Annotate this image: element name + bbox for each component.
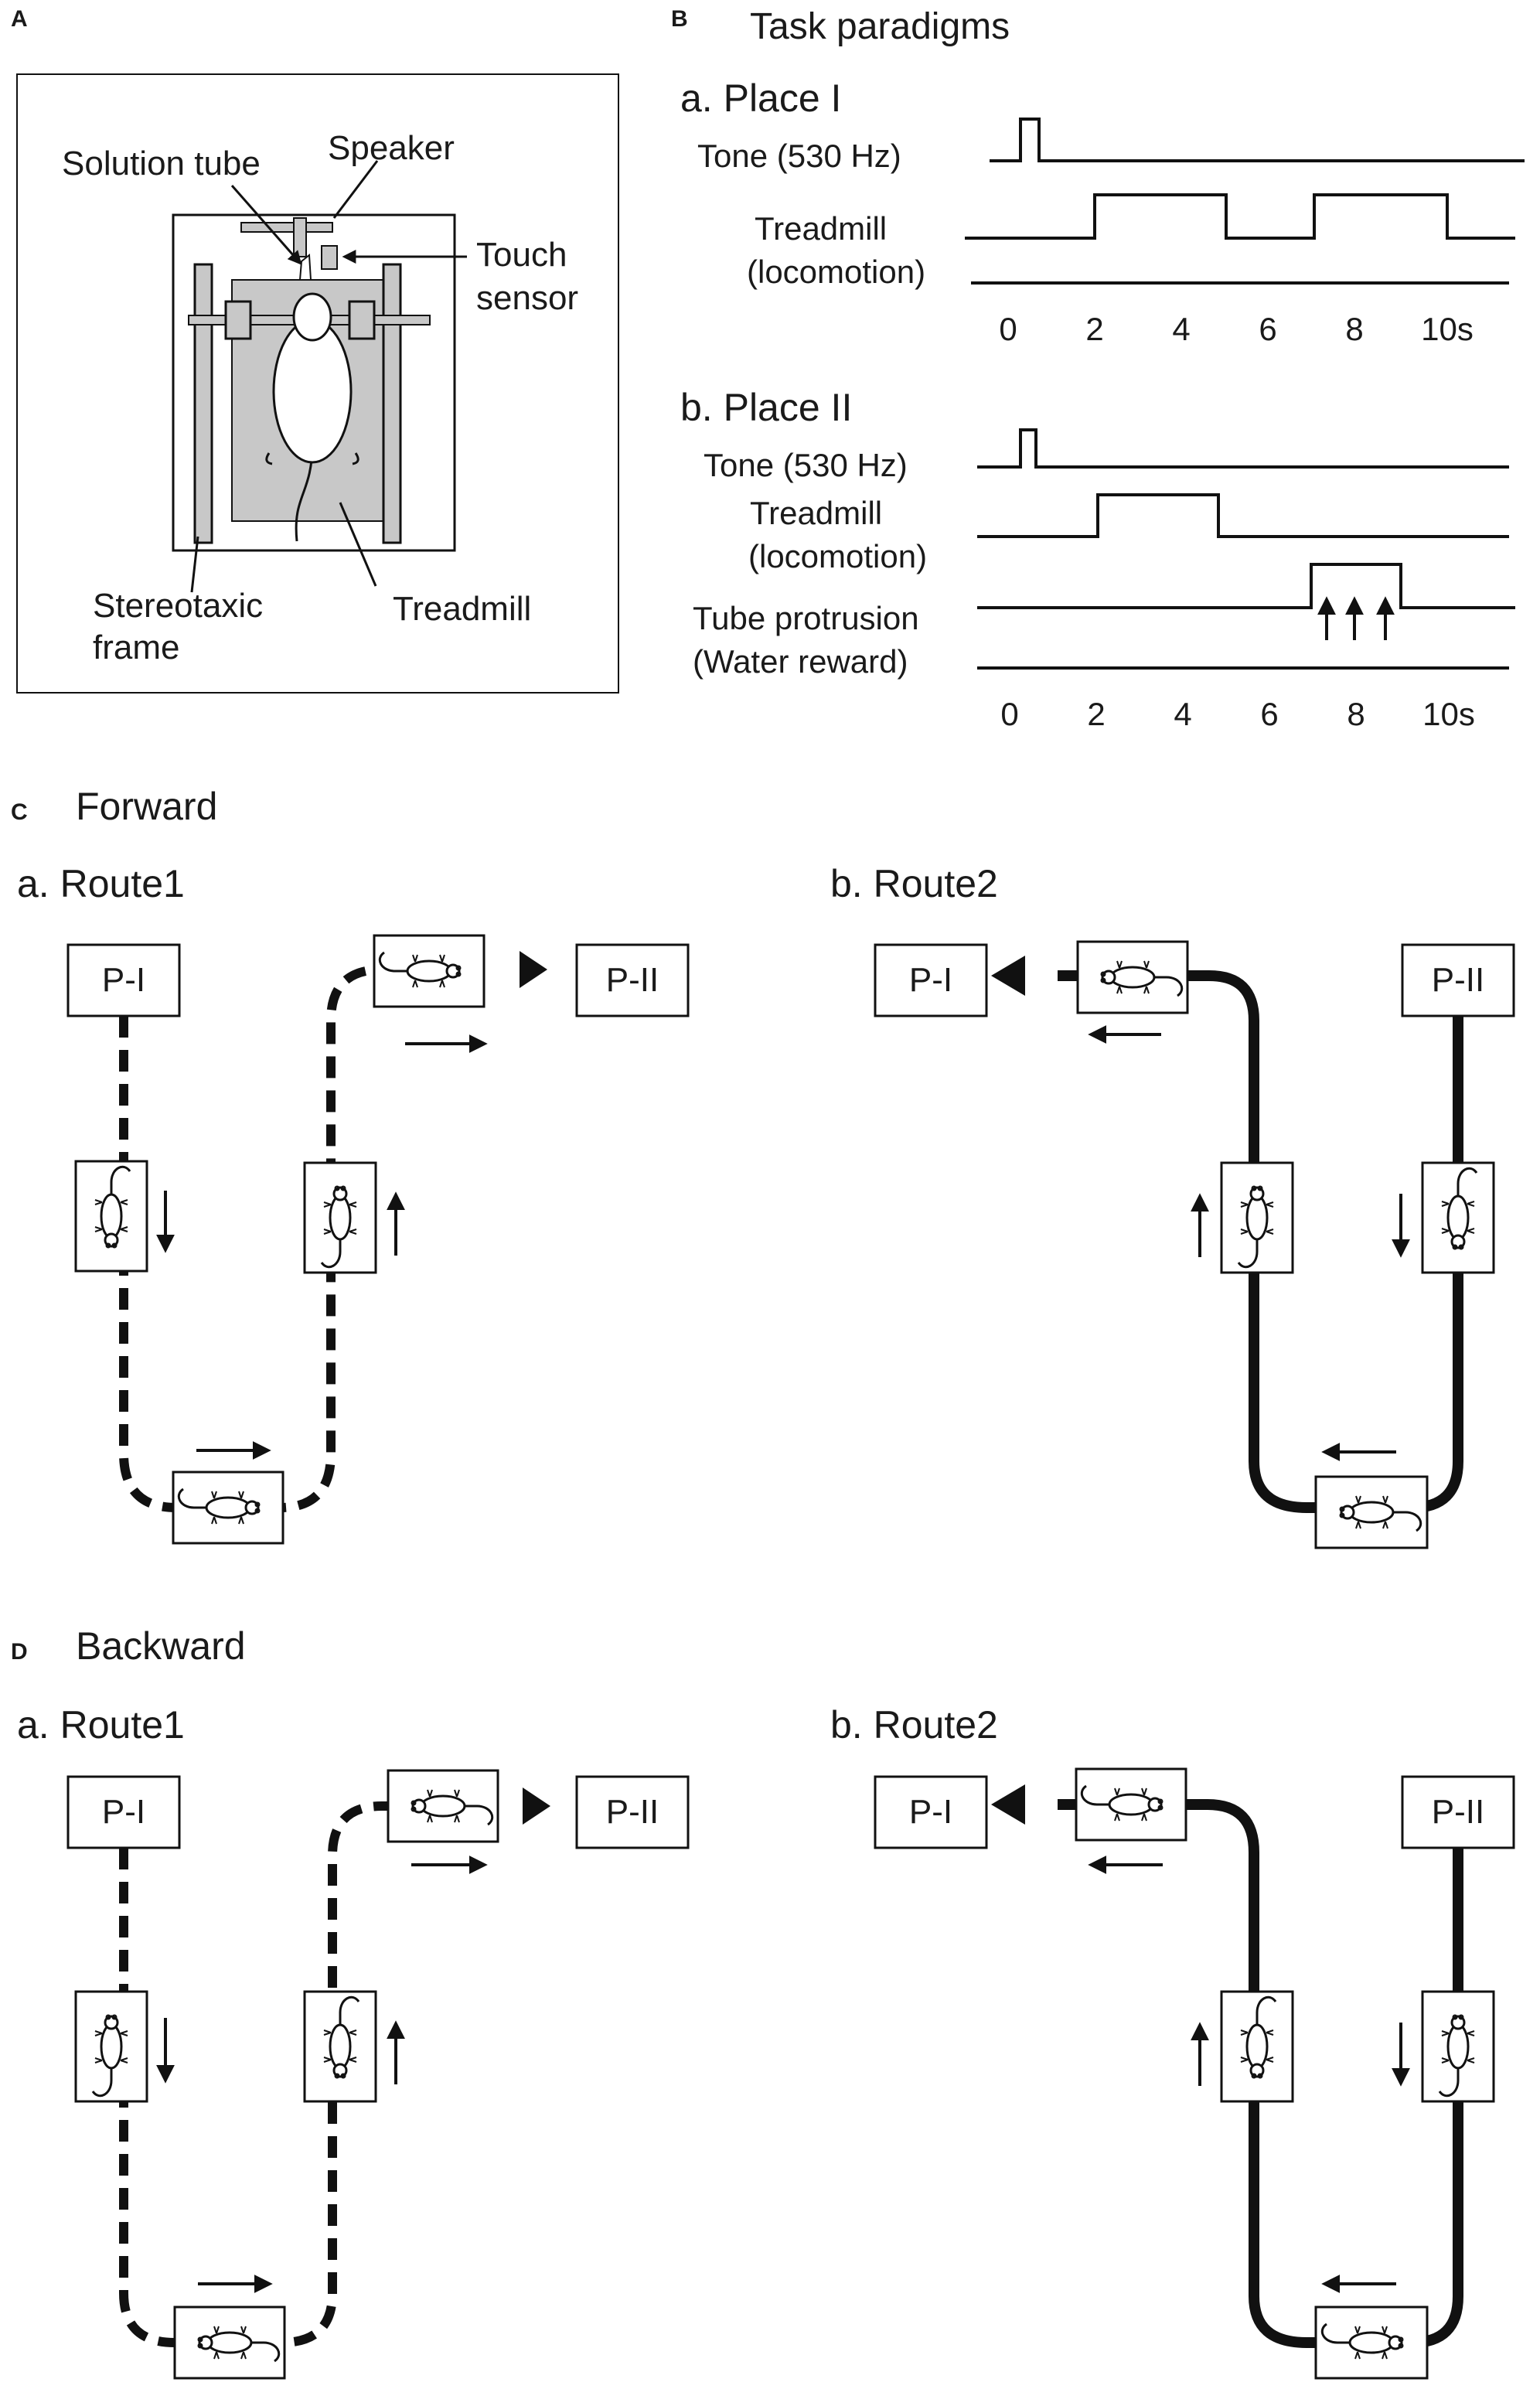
place2-treadmill-label: Treadmill (750, 495, 882, 531)
solution-tube-pointer (230, 185, 302, 265)
place2-heading: b. Place II (680, 386, 852, 429)
solution-tube-shape (298, 254, 312, 281)
forward-route2-start-label: P-II (1432, 961, 1484, 999)
ear-block-right (348, 300, 376, 340)
forward-route1-start-box (66, 943, 181, 1017)
place2-ticks: 0 2 4 6 8 10s (1000, 696, 1475, 732)
label-solution-tube: Solution tube (62, 145, 261, 182)
backward-route2-end-box (874, 1775, 988, 1849)
label-stereotaxic: Stereotaxic (93, 587, 263, 625)
place1-locomotion-label: (locomotion) (747, 254, 925, 290)
panel-a: A Solution tube Speaker Touch sensor Ste… (11, 6, 619, 694)
speaker-post (293, 217, 307, 257)
panel-d: D Backward a. Route1 P-I P-II b. (11, 1624, 1515, 2380)
panel-a-letter: A (11, 6, 28, 32)
forward-route2: b. Route2 P-II P-I (830, 862, 1515, 1549)
panel-d-title: Backward (76, 1624, 246, 1668)
panel-c-letter: C (11, 799, 28, 825)
treadmill-pointer (339, 502, 377, 587)
backward-route2-heading: b. Route2 (830, 1703, 998, 1747)
ear-block-left (224, 300, 252, 340)
backward-route2-end-arrow (991, 1784, 1025, 1825)
place2-tick-4: 4 (1174, 696, 1191, 732)
place1-tick-6: 6 (1259, 311, 1276, 347)
place1-tick-8: 8 (1345, 311, 1363, 347)
rat-head (292, 292, 332, 342)
place1-tick-0: 0 (999, 311, 1017, 347)
place1-tone-label: Tone (530 Hz) (697, 138, 901, 174)
touch-sensor-block (321, 245, 338, 270)
label-treadmill: Treadmill (393, 590, 531, 628)
forward-route1: a. Route1 P-I P-II (17, 862, 690, 1545)
place2-locomotion-label: (locomotion) (748, 538, 927, 574)
forward-route1-end-label: P-II (606, 961, 659, 999)
backward-route1-start-label: P-I (102, 1793, 145, 1831)
forward-route2-path (1058, 970, 1463, 1513)
rat-hindpaws (265, 452, 359, 465)
label-touch: Touch (476, 236, 567, 274)
backward-route2-start-box (1401, 1775, 1515, 1849)
place2-tube-label: Tube protrusion (693, 600, 919, 636)
forward-route1-end-arrow (520, 951, 547, 988)
backward-route1-end-arrow (523, 1787, 550, 1825)
place2-treadmill-trace (977, 493, 1509, 538)
backward-route1-path (119, 1801, 458, 2347)
forward-route2-end-box (874, 943, 988, 1017)
backward-route1-end-box (575, 1775, 690, 1849)
place2-tone-trace (977, 428, 1509, 469)
place2-tick-8: 8 (1347, 696, 1365, 732)
panel-d-letter: D (11, 1639, 28, 1665)
panel-c-title: Forward (76, 785, 217, 828)
place2-water-label: (Water reward) (693, 643, 908, 680)
speaker-bar (240, 222, 333, 233)
backward-route2-path (1058, 1799, 1463, 2348)
frame-bar-right (382, 263, 402, 544)
backward-route1: a. Route1 P-I P-II (17, 1703, 690, 2380)
forward-route2-heading: b. Route2 (830, 862, 998, 905)
place1-tone-trace (990, 118, 1525, 162)
backward-route2: b. Route2 P-II P-I (830, 1703, 1515, 2380)
forward-route1-start-label: P-I (102, 961, 145, 999)
panel-b-letter: B (671, 6, 688, 32)
place2-tick-0: 0 (1000, 696, 1018, 732)
speaker-pointer (332, 160, 379, 219)
place1-heading: a. Place I (680, 77, 841, 120)
place2-tick-2: 2 (1087, 696, 1105, 732)
place2-tone-label: Tone (530 Hz) (704, 447, 908, 483)
place2-tick-6: 6 (1260, 696, 1278, 732)
backward-route1-start-box (66, 1775, 181, 1849)
stereotaxic-pointer (190, 536, 199, 593)
forward-route2-start-box (1401, 943, 1515, 1017)
label-sensor: sensor (476, 279, 578, 317)
forward-route2-end-arrow (991, 956, 1025, 996)
frame-bar-left (193, 263, 213, 544)
place1-ticks: 0 2 4 6 8 10s (999, 311, 1474, 347)
rat-body (272, 319, 353, 464)
forward-route2-end-label: P-I (909, 961, 952, 999)
place2-tube-trace (977, 563, 1515, 609)
backward-route2-start-label: P-II (1432, 1793, 1484, 1831)
forward-route1-path (119, 965, 450, 1512)
panel-b: B Task paradigms a. Place I Tone (530 Hz… (671, 6, 1525, 732)
panel-c: C Forward a. Route1 P-I P-II b. R (11, 785, 1515, 1549)
backward-route1-end-label: P-II (606, 1793, 659, 1831)
place2-tick-10: 10s (1422, 696, 1475, 732)
panel-b-title: Task paradigms (750, 6, 1010, 47)
label-speaker: Speaker (328, 129, 455, 167)
forward-route1-end-box (575, 943, 690, 1017)
backward-route2-end-label: P-I (909, 1793, 952, 1831)
place1-treadmill-trace (965, 193, 1515, 240)
label-frame: frame (93, 629, 179, 666)
place1-tick-2: 2 (1085, 311, 1103, 347)
place1-tick-10: 10s (1421, 311, 1474, 347)
forward-route1-heading: a. Route1 (17, 862, 185, 905)
place1-treadmill-label: Treadmill (755, 210, 887, 247)
place1-tick-4: 4 (1172, 311, 1190, 347)
backward-route1-heading: a. Route1 (17, 1703, 185, 1747)
